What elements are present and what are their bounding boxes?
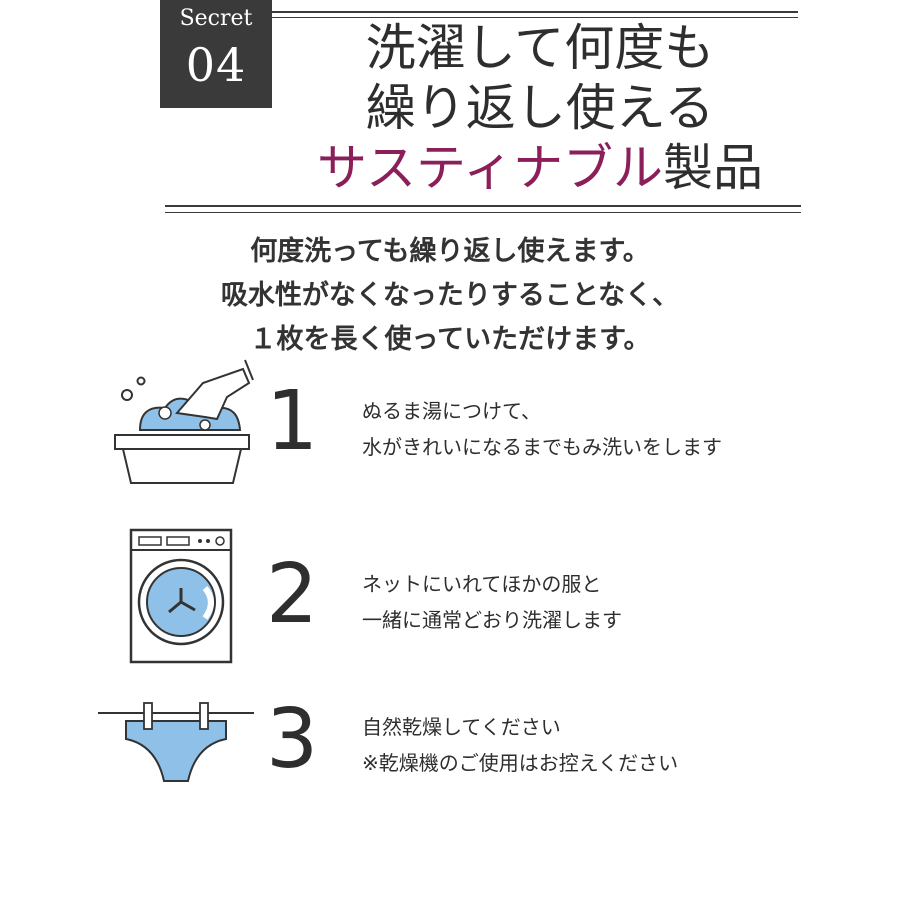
step-3: 3 自然乾燥してください ※乾燥機のご使用はお控えください [0, 695, 900, 835]
badge-label: Secret [179, 6, 253, 31]
step-2: 2 ネットにいれてほかの服と 一緒に通常どおり洗濯します [0, 528, 900, 668]
intro-line-2: 吸水性がなくなったりすることなく、 [220, 280, 680, 311]
headline-line-3: サスティナブル製品 [280, 138, 800, 198]
headline-line-2: 繰り返し使える [365, 79, 715, 137]
step-number-2: 2 [266, 547, 319, 642]
step-3-line-2: ※乾燥機のご使用はお控えください [362, 751, 679, 775]
step-1-line-2: 水がきれいになるまでもみ洗いをします [362, 435, 722, 459]
step-2-line-2: 一緒に通常どおり洗濯します [362, 608, 622, 632]
washing-machine-icon [95, 528, 255, 668]
headline-rest: 製品 [663, 139, 763, 197]
hanging-underwear-icon [96, 695, 256, 835]
step-text-3: 自然乾燥してください ※乾燥機のご使用はお控えください [362, 709, 678, 781]
step-3-line-1: 自然乾燥してください [362, 715, 561, 739]
bottom-rule-2 [165, 212, 801, 213]
bottom-rule [165, 205, 801, 207]
step-number-1: 1 [266, 374, 319, 469]
step-2-line-1: ネットにいれてほかの服と [362, 572, 602, 596]
step-text-1: ぬるま湯につけて、 水がきれいになるまでもみ洗いをします [362, 393, 722, 465]
hand-wash-basin-icon [95, 355, 255, 495]
headline-line-1: 洗濯して何度も [365, 19, 715, 77]
step-1-line-1: ぬるま湯につけて、 [362, 399, 541, 423]
top-rule-2 [272, 17, 798, 18]
badge-number: 04 [185, 38, 247, 92]
step-1: 1 ぬるま湯につけて、 水がきれいになるまでもみ洗いをします [0, 355, 900, 495]
top-rule [272, 11, 798, 13]
intro-line-3: １枚を長く使っていただけます。 [249, 324, 651, 355]
step-text-2: ネットにいれてほかの服と 一緒に通常どおり洗濯します [362, 566, 622, 638]
intro-text: 何度洗っても繰り返し使えます。 吸水性がなくなったりすることなく、 １枚を長く使… [0, 230, 900, 362]
secret-badge: Secret 04 [160, 0, 272, 108]
step-number-3: 3 [266, 692, 319, 787]
headline: 洗濯して何度も 繰り返し使える サスティナブル製品 [280, 18, 800, 198]
intro-line-1: 何度洗っても繰り返し使えます。 [250, 236, 650, 267]
headline-accent: サスティナブル [317, 139, 663, 197]
